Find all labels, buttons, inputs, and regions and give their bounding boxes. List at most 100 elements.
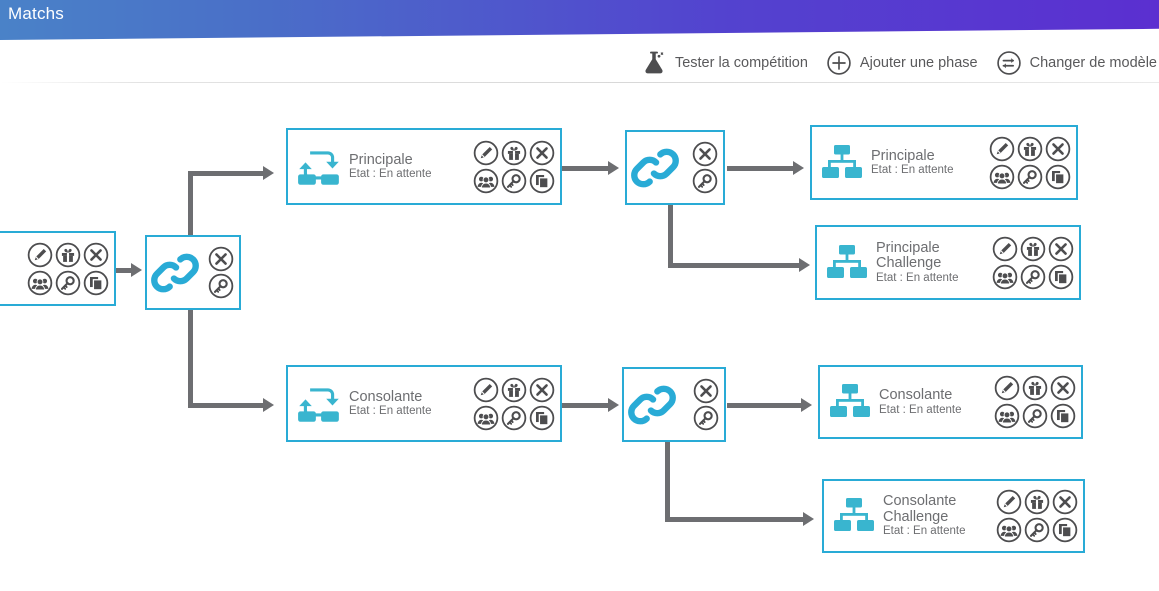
duplicate-icon[interactable]: [83, 270, 109, 296]
connector-line: [113, 268, 133, 273]
gift-icon[interactable]: [1020, 236, 1046, 262]
edit-icon[interactable]: [992, 236, 1018, 262]
node-state: Etat : En attente: [876, 271, 959, 284]
node-actions: [693, 378, 719, 431]
connector-line: [727, 403, 803, 408]
duplicate-icon[interactable]: [1052, 517, 1078, 543]
gift-icon[interactable]: [1017, 136, 1043, 162]
bracket-tree-icon: [828, 382, 872, 422]
connector-line: [188, 308, 193, 408]
bracket-tree-icon: [820, 143, 864, 183]
edit-icon[interactable]: [996, 489, 1022, 515]
competition-node[interactable]: [0, 231, 116, 306]
delete-icon[interactable]: [83, 242, 109, 268]
node-actions: [473, 140, 555, 194]
bracket-tree-icon: [825, 243, 869, 283]
players-icon[interactable]: [994, 403, 1020, 429]
key-icon[interactable]: [501, 405, 527, 431]
gift-icon[interactable]: [501, 140, 527, 166]
key-icon[interactable]: [692, 168, 718, 194]
toolbar-item-ajouter-une-phase[interactable]: Ajouter une phase: [826, 50, 978, 76]
gift-icon[interactable]: [501, 377, 527, 403]
delete-icon[interactable]: [1050, 375, 1076, 401]
key-icon[interactable]: [1020, 264, 1046, 290]
bracket-tree-icon: [832, 496, 876, 536]
plus-circle-icon: [826, 50, 852, 76]
link-node-principale[interactable]: [625, 130, 725, 205]
node-state: Etat : En attente: [879, 403, 962, 416]
connector-line: [188, 403, 265, 408]
toolbar-item-tester-la-competition[interactable]: Tester la compétition: [641, 50, 808, 76]
connector-arrow: [131, 263, 142, 277]
node-title: Consolante: [883, 493, 957, 510]
delete-icon[interactable]: [1052, 489, 1078, 515]
players-icon[interactable]: [473, 168, 499, 194]
connector-arrow: [801, 398, 812, 412]
connector-arrow: [608, 161, 619, 175]
connector-line: [562, 166, 610, 171]
connector-line: [668, 205, 673, 267]
phase-node-consolante[interactable]: Consolante Etat : En attente: [286, 365, 562, 442]
toolbar-divider: [0, 82, 1159, 83]
chain-link-icon: [626, 379, 678, 431]
node-title: Consolante: [349, 388, 423, 405]
edit-icon[interactable]: [994, 375, 1020, 401]
key-icon[interactable]: [1024, 517, 1050, 543]
node-text: Consolante Challenge Etat : En attente: [883, 493, 965, 538]
phase-node-consolante-challenge[interactable]: Consolante Challenge Etat : En attente: [822, 479, 1085, 553]
edit-icon[interactable]: [27, 242, 53, 268]
players-icon[interactable]: [989, 164, 1015, 190]
connector-line: [188, 171, 193, 235]
connector-arrow: [799, 258, 810, 272]
phase-node-consolante-tableau[interactable]: Consolante Etat : En attente: [818, 365, 1083, 439]
delete-icon[interactable]: [1048, 236, 1074, 262]
key-icon[interactable]: [1017, 164, 1043, 190]
duplicate-icon[interactable]: [529, 405, 555, 431]
delete-icon[interactable]: [693, 378, 719, 404]
swap-circle-icon: [996, 50, 1022, 76]
edit-icon[interactable]: [473, 140, 499, 166]
delete-icon[interactable]: [208, 246, 234, 272]
key-icon[interactable]: [55, 270, 81, 296]
phase-node-principale-challenge[interactable]: Principale Challenge Etat : En attente: [815, 225, 1081, 300]
duplicate-icon[interactable]: [1045, 164, 1071, 190]
key-icon[interactable]: [208, 273, 234, 299]
gift-icon[interactable]: [1024, 489, 1050, 515]
delete-icon[interactable]: [1045, 136, 1071, 162]
key-icon[interactable]: [693, 405, 719, 431]
link-node-consolante[interactable]: [622, 367, 726, 442]
node-actions: [473, 377, 555, 431]
phase-node-principale[interactable]: Principale Etat : En attente: [286, 128, 562, 205]
delete-icon[interactable]: [692, 141, 718, 167]
key-icon[interactable]: [1022, 403, 1048, 429]
chain-link-icon: [629, 142, 681, 194]
node-title: Principale: [876, 239, 940, 256]
phase-node-principale-tableau[interactable]: Principale Etat : En attente: [810, 125, 1078, 200]
link-node-root[interactable]: [145, 235, 241, 310]
node-text: Principale Challenge Etat : En attente: [876, 239, 959, 284]
duplicate-icon[interactable]: [1050, 403, 1076, 429]
duplicate-icon[interactable]: [1048, 264, 1074, 290]
toolbar-item-changer-de-modele[interactable]: Changer de modèle: [996, 50, 1157, 76]
connector-line: [665, 441, 670, 521]
key-icon[interactable]: [501, 168, 527, 194]
gift-icon[interactable]: [55, 242, 81, 268]
players-icon[interactable]: [996, 517, 1022, 543]
players-icon[interactable]: [27, 270, 53, 296]
players-icon[interactable]: [992, 264, 1018, 290]
connector-line: [668, 263, 803, 268]
delete-icon[interactable]: [529, 140, 555, 166]
players-icon[interactable]: [473, 405, 499, 431]
toolbar-label: Changer de modèle: [1029, 55, 1157, 71]
edit-icon[interactable]: [473, 377, 499, 403]
toolbar-label: Tester la compétition: [674, 55, 808, 71]
connector-line: [665, 517, 807, 522]
node-actions: [989, 136, 1071, 190]
edit-icon[interactable]: [989, 136, 1015, 162]
node-title: Consolante: [879, 387, 953, 404]
gift-icon[interactable]: [1022, 375, 1048, 401]
node-title-line2: Challenge: [883, 508, 949, 525]
node-text: Consolante Etat : En attente: [349, 388, 431, 418]
duplicate-icon[interactable]: [529, 168, 555, 194]
delete-icon[interactable]: [529, 377, 555, 403]
